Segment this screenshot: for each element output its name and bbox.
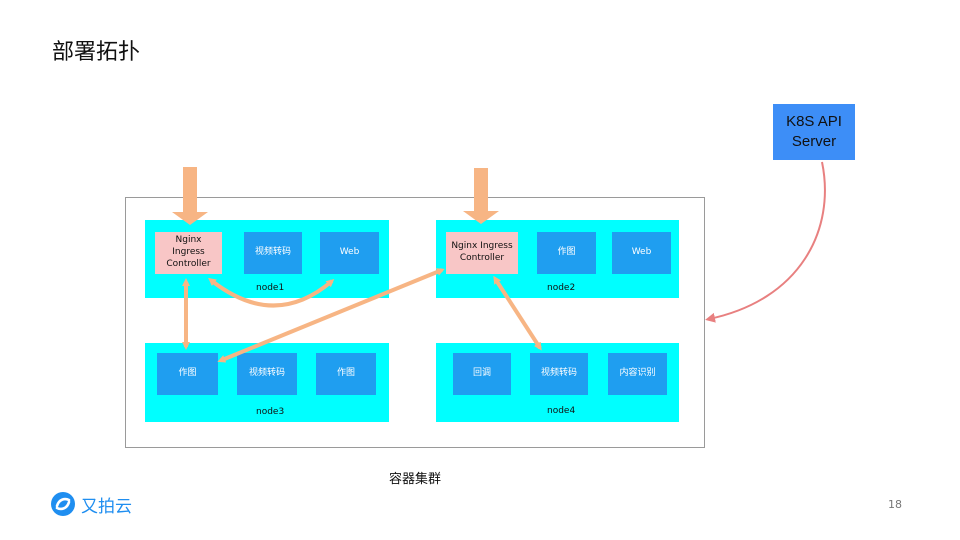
- content-recognition-node4[interactable]: 内容识别: [608, 353, 667, 395]
- brand-logo: 又拍云: [50, 491, 132, 517]
- k8s-api-server[interactable]: K8S API Server: [773, 104, 855, 160]
- k8s-line2: Server: [791, 133, 837, 150]
- ingress-controller-node2[interactable]: Nginx Ingress Controller: [446, 232, 518, 274]
- node4-label: node4: [547, 406, 576, 416]
- node1-label: node1: [256, 283, 285, 293]
- page-title: 部署拓扑: [52, 40, 141, 65]
- web-node1[interactable]: Web: [320, 232, 379, 274]
- video-transcode-node3[interactable]: 视频转码: [237, 353, 297, 395]
- draw-node2[interactable]: 作图: [537, 232, 596, 274]
- node3: 作图 视频转码 作图 node3: [145, 343, 389, 422]
- node1: Nginx Ingress Controller 视频转码 Web node1: [145, 220, 389, 298]
- upyun-logo-icon: [51, 492, 75, 516]
- page-number: 18: [888, 498, 902, 511]
- draw-node3-b[interactable]: 作图: [316, 353, 376, 395]
- k8s-line1: K8S API: [786, 113, 842, 130]
- video-transcode-node4[interactable]: 视频转码: [530, 353, 588, 395]
- callback-node4[interactable]: 回调: [453, 353, 511, 395]
- link-k8s-api-cluster: [705, 161, 826, 323]
- cluster-label: 容器集群: [388, 472, 441, 487]
- node3-label: node3: [256, 407, 285, 417]
- node2: Nginx Ingress Controller 作图 Web node2: [436, 220, 679, 298]
- ingress-controller-node1[interactable]: Nginx Ingress Controller: [155, 232, 222, 274]
- node4: 回调 视频转码 内容识别 node4: [436, 343, 679, 422]
- brand-name: 又拍云: [81, 496, 132, 517]
- video-transcode-node1[interactable]: 视频转码: [244, 232, 302, 274]
- node2-label: node2: [547, 283, 576, 293]
- web-node2[interactable]: Web: [612, 232, 671, 274]
- draw-node3-a[interactable]: 作图: [157, 353, 218, 395]
